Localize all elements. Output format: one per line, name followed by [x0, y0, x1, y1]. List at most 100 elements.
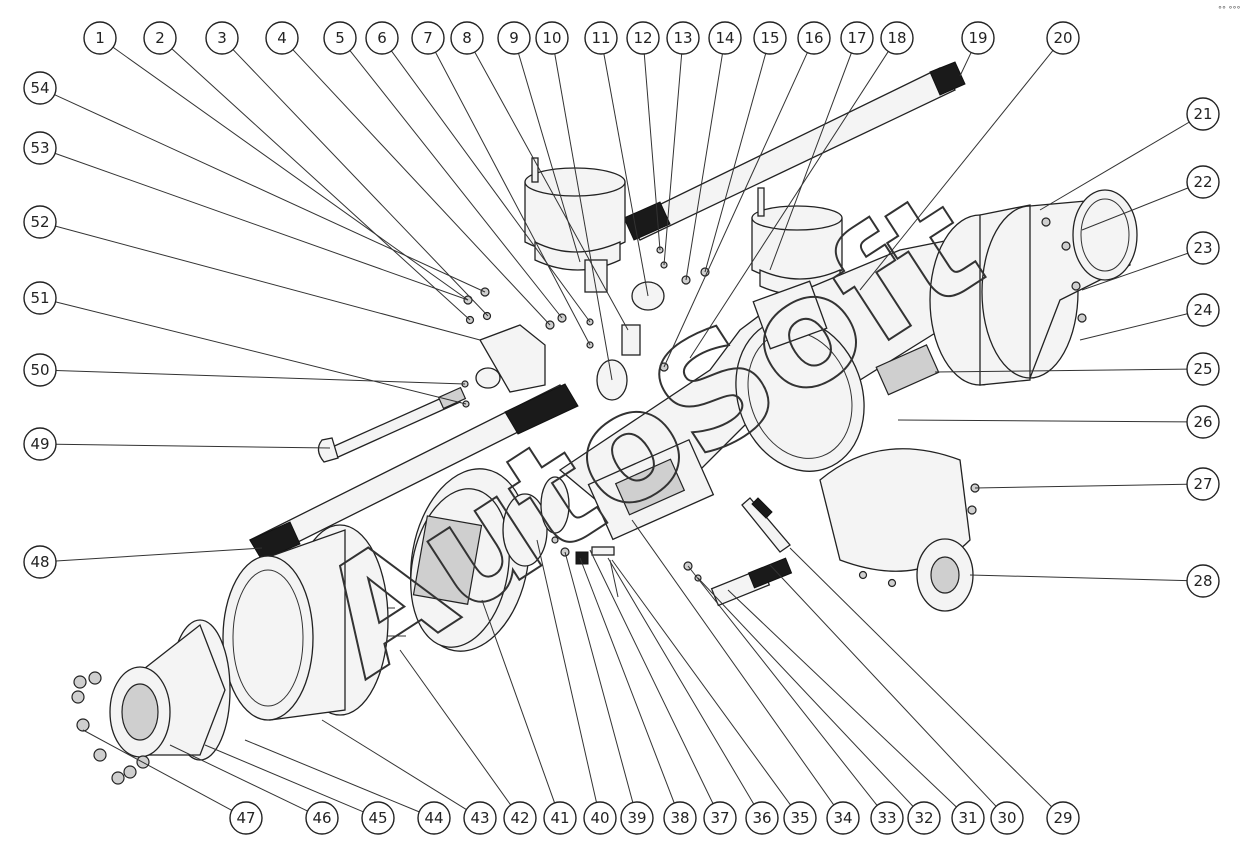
callout-38: 38 — [663, 801, 697, 835]
callout-number: 12 — [633, 29, 652, 47]
callout-number: 4 — [277, 29, 287, 47]
callout-number: 20 — [1053, 29, 1072, 47]
callout-circle — [205, 21, 239, 55]
callout-circle — [265, 21, 299, 55]
callout-35: 35 — [783, 801, 817, 835]
callout-30: 30 — [990, 801, 1024, 835]
callout-circle — [323, 21, 357, 55]
callout-51: 51 — [23, 281, 57, 315]
callout-circle — [535, 21, 569, 55]
callout-circle — [907, 801, 941, 835]
callout-number: 36 — [752, 809, 771, 827]
callout-circle — [584, 21, 618, 55]
wheel-nuts — [71, 671, 150, 785]
callout-circle — [583, 801, 617, 835]
callout-41: 41 — [543, 801, 577, 835]
callout-circle — [83, 21, 117, 55]
leader-line-54 — [54, 94, 486, 293]
leader-line-10 — [554, 53, 613, 381]
leader-line-43 — [321, 719, 467, 810]
callout-circle — [23, 353, 57, 387]
callout-number: 23 — [1193, 239, 1212, 257]
callout-48: 48 — [23, 545, 57, 579]
leader-lines — [54, 46, 1190, 813]
leader-line-17 — [769, 52, 852, 271]
callout-circle — [23, 281, 57, 315]
callout-number: 30 — [997, 809, 1016, 827]
callout-number: 1 — [95, 29, 105, 47]
callout-circle — [463, 801, 497, 835]
callout-circle — [229, 801, 263, 835]
callout-4: 4 — [265, 21, 299, 55]
callout-11: 11 — [584, 21, 618, 55]
callout-number: 34 — [833, 809, 852, 827]
callout-15: 15 — [753, 21, 787, 55]
callout-2: 2 — [143, 21, 177, 55]
callout-circle — [745, 801, 779, 835]
callout-number: 6 — [377, 29, 387, 47]
callout-number: 29 — [1053, 809, 1072, 827]
leader-line-31 — [727, 589, 957, 808]
callout-number: 53 — [30, 139, 49, 157]
leader-line-25 — [934, 368, 1188, 373]
callout-number: 48 — [30, 553, 49, 571]
callout-number: 28 — [1193, 572, 1212, 590]
callout-50: 50 — [23, 353, 57, 387]
leader-line-28 — [969, 574, 1188, 582]
callout-circle — [1186, 564, 1220, 598]
callout-16: 16 — [797, 21, 831, 55]
callout-circle — [365, 21, 399, 55]
leader-line-24 — [1079, 313, 1188, 341]
callout-26: 26 — [1186, 405, 1220, 439]
hub-cap-assembly — [109, 619, 231, 761]
callout-20: 20 — [1046, 21, 1080, 55]
callout-circle — [1186, 231, 1220, 265]
callout-circle — [411, 21, 445, 55]
half-shaft-upper — [623, 61, 966, 241]
leader-line-33 — [687, 565, 878, 806]
callout-number: 5 — [335, 29, 345, 47]
callout-number: 51 — [30, 289, 49, 307]
leader-line-18 — [689, 51, 889, 359]
leader-line-52 — [55, 225, 481, 341]
leader-line-53 — [54, 152, 469, 301]
callout-23: 23 — [1186, 231, 1220, 265]
leader-line-21 — [1039, 121, 1190, 211]
leader-line-51 — [55, 301, 467, 405]
leader-line-20 — [859, 50, 1054, 291]
callout-17: 17 — [840, 21, 874, 55]
callout-number: 45 — [368, 809, 387, 827]
leader-line-12 — [643, 53, 661, 251]
watermark-text: AutoSoft — [290, 158, 1010, 710]
callout-circle — [1046, 801, 1080, 835]
callout-number: 46 — [312, 809, 331, 827]
callout-number: 31 — [958, 809, 977, 827]
leader-line-15 — [704, 53, 767, 273]
callout-number: 8 — [462, 29, 472, 47]
leader-line-1 — [112, 46, 469, 301]
leader-line-22 — [1081, 187, 1189, 231]
callout-circle — [663, 801, 697, 835]
callout-6: 6 — [365, 21, 399, 55]
leader-line-9 — [518, 53, 581, 263]
callout-3: 3 — [205, 21, 239, 55]
leader-line-19 — [959, 52, 972, 77]
brake-chamber-right — [751, 187, 843, 296]
callout-number: 15 — [760, 29, 779, 47]
callout-14: 14 — [708, 21, 742, 55]
callout-circle — [503, 801, 537, 835]
callout-number: 2 — [155, 29, 165, 47]
callout-29: 29 — [1046, 801, 1080, 835]
callout-7: 7 — [411, 21, 445, 55]
callout-9: 9 — [497, 21, 531, 55]
leader-line-16 — [663, 52, 808, 368]
callout-13: 13 — [666, 21, 700, 55]
leader-line-29 — [789, 547, 1052, 808]
callout-circle — [1186, 405, 1220, 439]
callout-circle — [840, 21, 874, 55]
callout-circle — [708, 21, 742, 55]
leader-line-11 — [603, 53, 649, 297]
callout-53: 53 — [23, 131, 57, 165]
